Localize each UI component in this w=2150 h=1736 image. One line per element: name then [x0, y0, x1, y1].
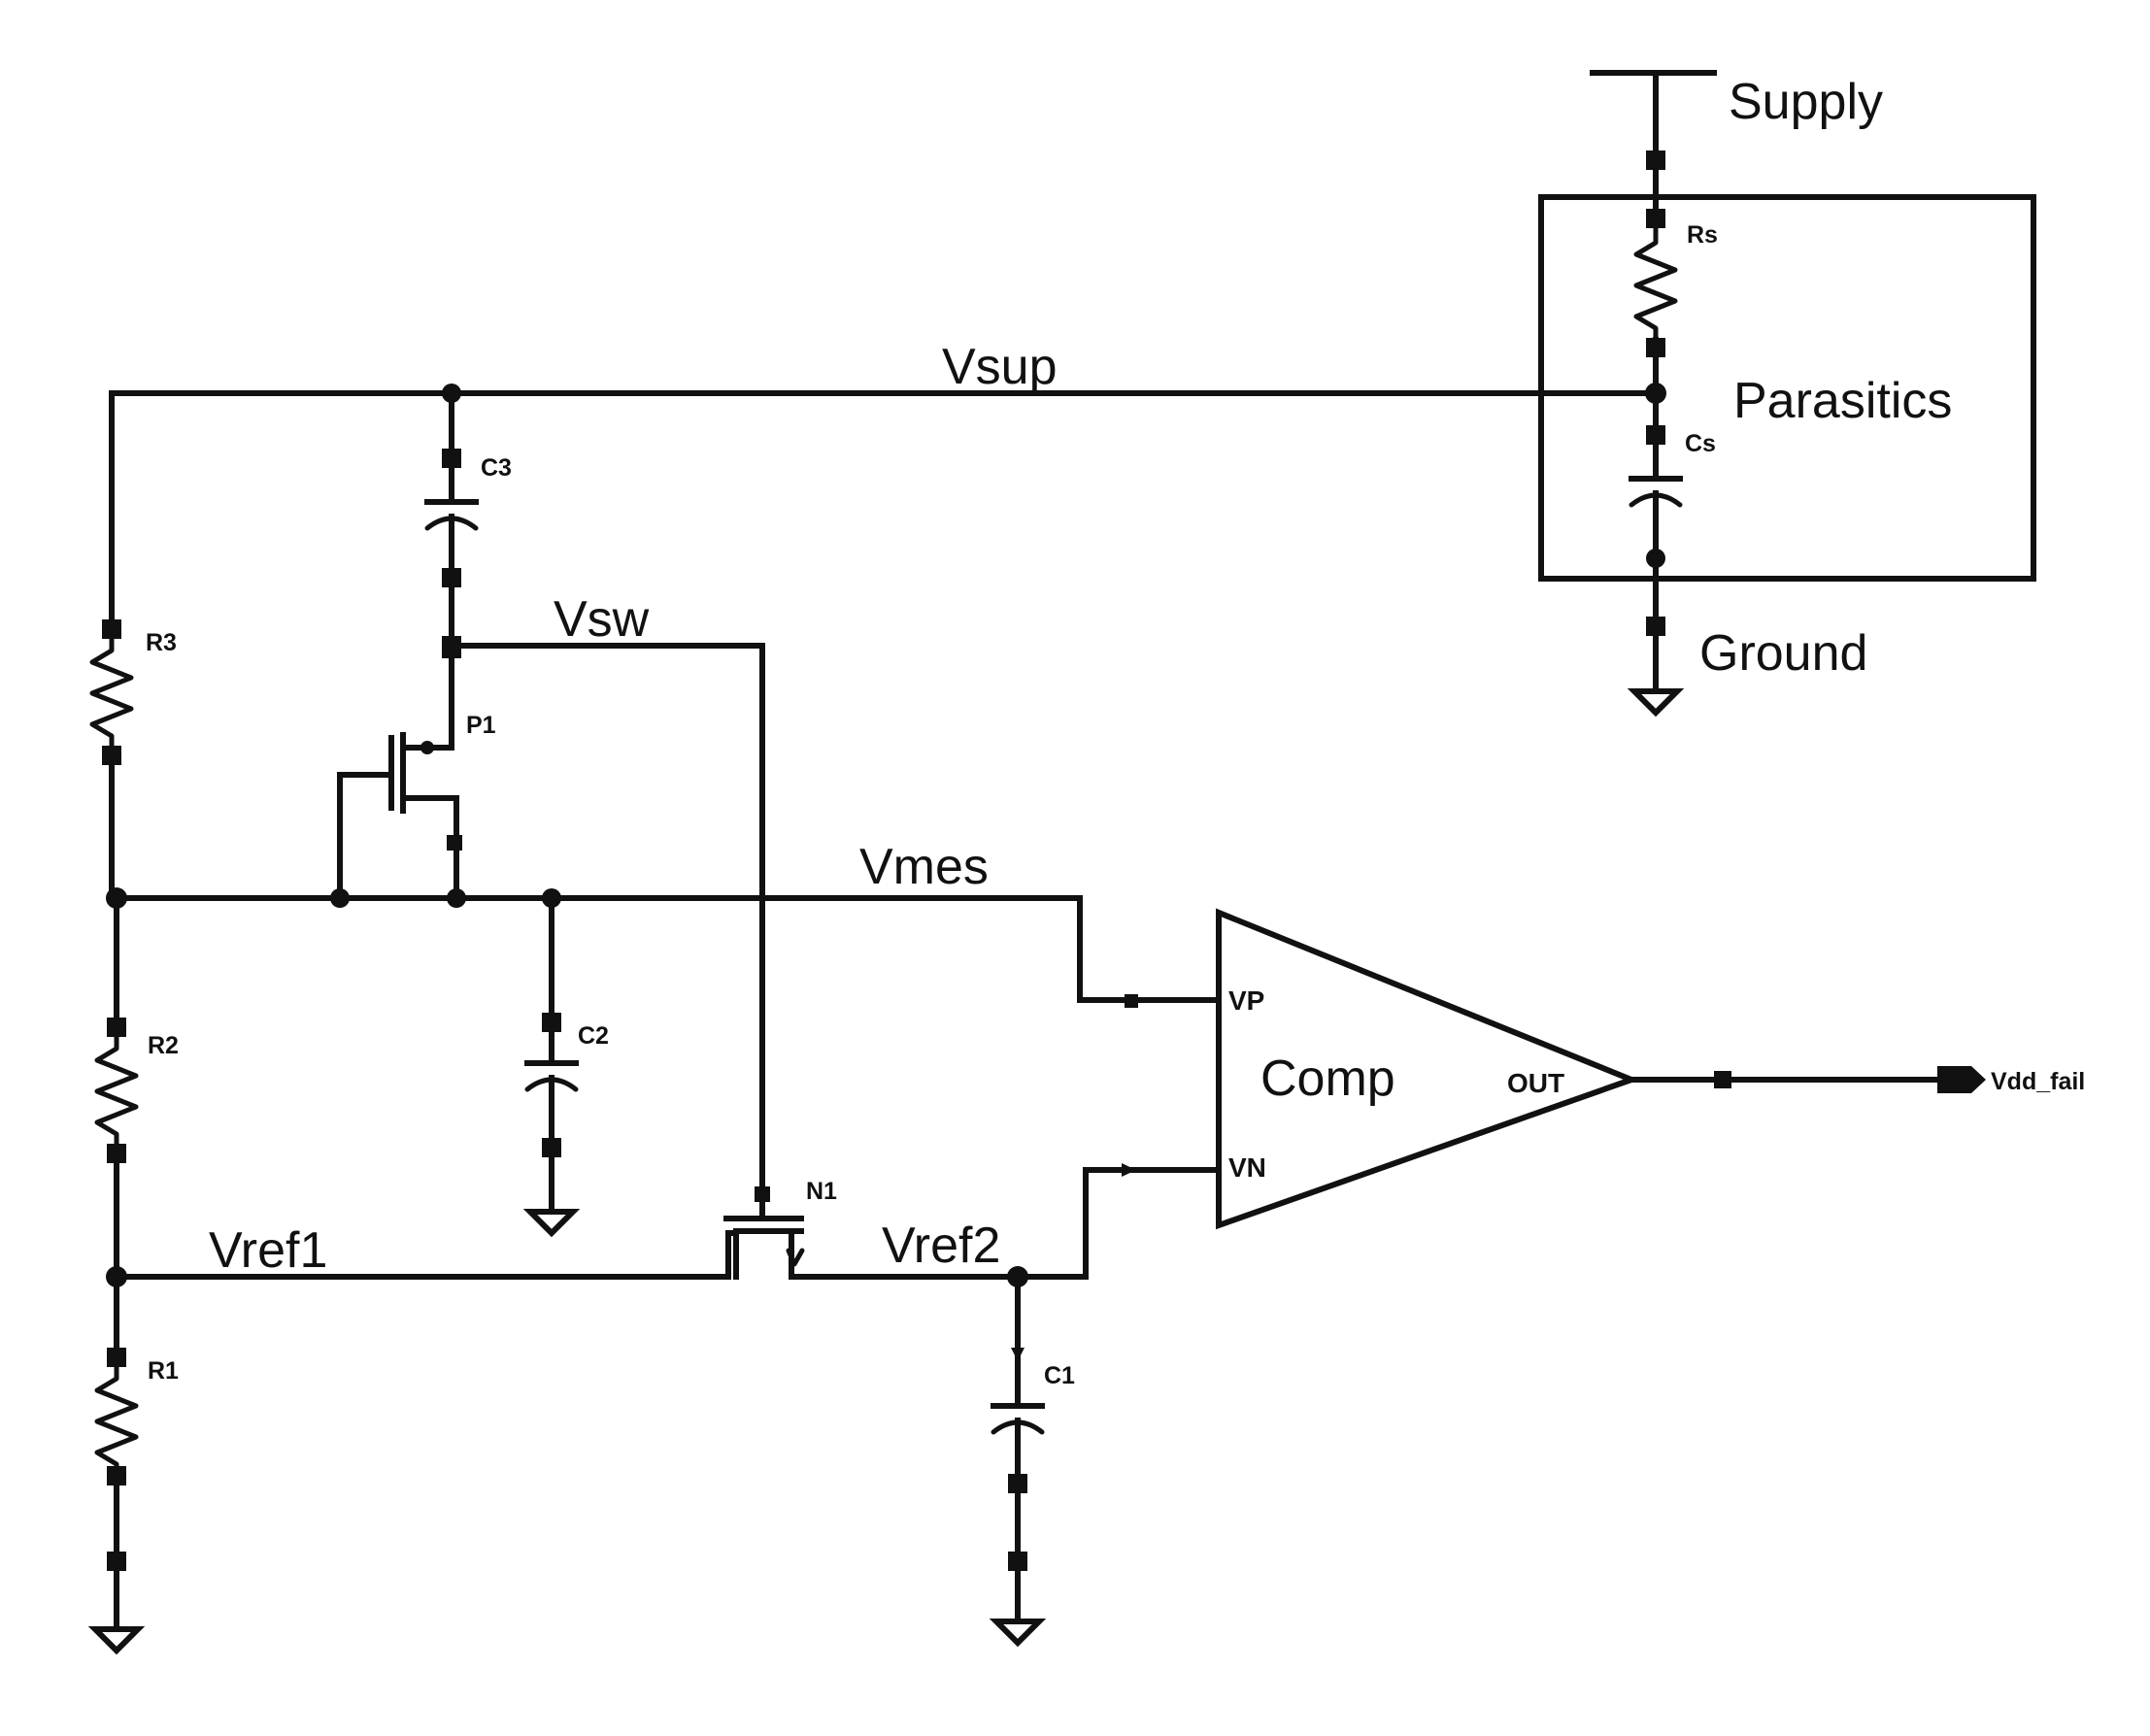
comparator-vp-label: VP [1228, 985, 1264, 1016]
pmos-p1 [337, 720, 462, 901]
c2-label: C2 [578, 1022, 609, 1050]
parasitic-resistor-label: Rs [1687, 221, 1718, 249]
ground-label: Ground [1699, 625, 1867, 682]
capacitor-c2 [522, 895, 581, 1238]
vsw-net-label: Vsw [554, 591, 650, 648]
parasitic-capacitor-label: Cs [1685, 430, 1716, 457]
ground-symbol-supply [1627, 667, 1685, 718]
vref2-net [789, 1163, 1222, 1287]
vmes-net [106, 887, 1222, 1008]
comparator-label: Comp [1260, 1051, 1395, 1107]
parasitic-resistor [1633, 209, 1678, 396]
r1-label: R1 [148, 1357, 179, 1385]
parasitics-label: Parasitics [1733, 373, 1952, 429]
comparator-triangle [1216, 908, 1640, 1230]
parasitics-box [1538, 194, 2036, 582]
resistor-r1 [87, 1274, 146, 1655]
r2-label: R2 [148, 1032, 179, 1059]
output-net [1629, 1066, 1986, 1093]
capacitor-c3 [424, 390, 479, 726]
p1-label: P1 [466, 712, 496, 739]
comparator-vn-label: VN [1228, 1152, 1266, 1183]
supply-rail [1590, 70, 1717, 228]
c1-label: C1 [1044, 1362, 1075, 1389]
supply-label: Supply [1729, 74, 1883, 130]
r3-label: R3 [146, 629, 177, 656]
resistor-r3 [89, 619, 134, 901]
capacitor-c1 [989, 1274, 1047, 1648]
n1-label: N1 [806, 1178, 837, 1205]
vref1-net [106, 1230, 739, 1287]
vmes-net-label: Vmes [859, 839, 989, 895]
nmos-n1 [723, 1174, 805, 1280]
vref2-net-label: Vref2 [882, 1218, 1000, 1274]
comparator-out-label: OUT [1507, 1068, 1564, 1098]
output-label: Vdd_fail [1991, 1068, 2085, 1095]
vref1-net-label: Vref1 [209, 1222, 327, 1279]
vsup-net [109, 383, 1666, 624]
parasitic-capacitor [1629, 390, 1683, 673]
vsw-net [442, 639, 765, 1180]
vsup-net-label: Vsup [942, 339, 1058, 395]
c3-label: C3 [481, 454, 512, 482]
resistor-r2 [94, 895, 139, 1280]
